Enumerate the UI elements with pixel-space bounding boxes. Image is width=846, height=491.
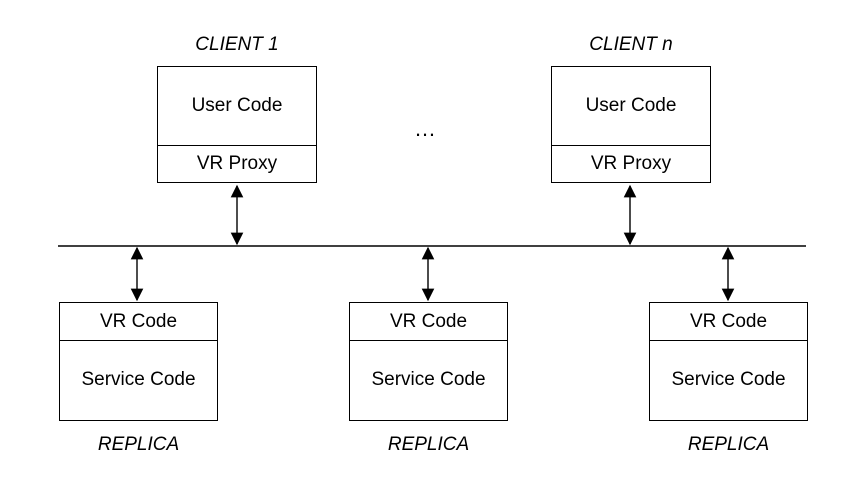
client-n-vr-proxy: VR Proxy [590, 153, 672, 174]
replica-1-service-code: Service Code [81, 369, 196, 390]
replica-2-label: REPLICA [387, 434, 470, 455]
client-1-title: CLIENT 1 [195, 34, 279, 55]
client-1-box: User Code VR Proxy [157, 66, 317, 183]
client-n-title: CLIENT n [589, 34, 673, 55]
replica-2-divider [350, 340, 507, 341]
replica-3-vr-code: VR Code [689, 310, 768, 332]
replica-3-label: REPLICA [687, 434, 770, 455]
replica-1-vr-code: VR Code [99, 310, 178, 332]
replica-2-service-code: Service Code [371, 369, 486, 390]
replica-3-box: VR Code Service Code [649, 302, 808, 421]
client-1-vr-proxy: VR Proxy [196, 153, 278, 174]
replica-2-vr-code: VR Code [389, 310, 468, 332]
client-n-box: User Code VR Proxy [551, 66, 711, 183]
replica-1-label: REPLICA [97, 434, 180, 455]
client-n-divider [552, 145, 710, 146]
replica-2-box: VR Code Service Code [349, 302, 508, 421]
client-1-divider [158, 145, 316, 146]
replica-1-box: VR Code Service Code [59, 302, 218, 421]
replica-3-service-code: Service Code [671, 369, 786, 390]
client-n-user-code: User Code [585, 95, 677, 116]
more-clients-ellipsis: … [414, 116, 437, 141]
client-1-user-code: User Code [191, 95, 283, 116]
replica-1-divider [60, 340, 217, 341]
replica-3-divider [650, 340, 807, 341]
